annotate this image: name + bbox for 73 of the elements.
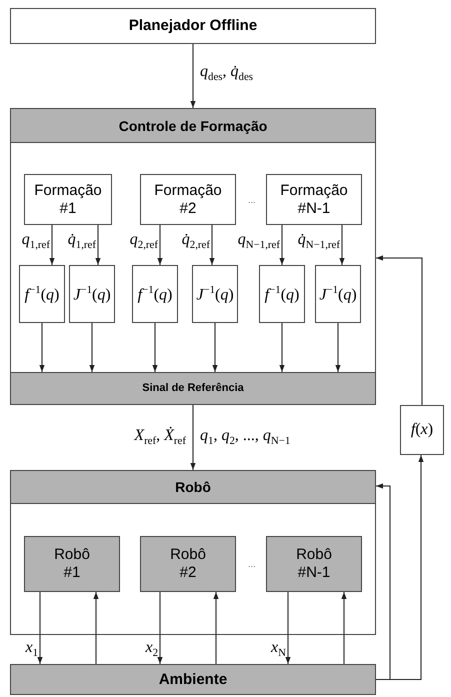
container-panel — [10, 470, 376, 635]
formula-label: f$^{−1}$(q) — [264, 284, 300, 304]
arrow — [376, 255, 422, 406]
process-box — [266, 174, 362, 225]
arrow — [190, 44, 196, 108]
arrow — [49, 224, 55, 266]
function-box — [192, 265, 238, 323]
arrow — [209, 224, 215, 266]
process-box — [10, 8, 376, 44]
arrow — [39, 322, 45, 372]
function-box — [69, 265, 115, 323]
box-label: Robô #2 — [169, 546, 207, 582]
process-box — [140, 174, 236, 225]
arrow — [190, 404, 196, 470]
function-box — [132, 265, 178, 323]
edge-label: q$_{2,ref}$ — [130, 232, 158, 252]
box-label: Robô #1 — [53, 546, 91, 582]
edge-label: q$_{des}$, q̇$_{des}$ — [200, 64, 253, 84]
arrow — [212, 322, 218, 372]
arrow — [279, 322, 285, 372]
box-label: Formação #N-1 — [279, 182, 349, 218]
formula-label: f$^{−1}$(q) — [24, 284, 60, 304]
arrow — [89, 322, 95, 372]
arrow — [339, 224, 345, 266]
arrow — [93, 592, 99, 664]
box-label: Ambiente — [158, 670, 228, 688]
edge-label: x$_{N}$ — [271, 640, 286, 660]
arrow — [285, 592, 291, 664]
arrow — [213, 592, 219, 664]
arrow — [341, 592, 347, 664]
formula-label: J$^{−1}$(q) — [73, 284, 111, 304]
process-box — [266, 536, 362, 592]
function-box — [315, 265, 361, 323]
arrow — [95, 224, 101, 266]
arrow — [157, 224, 163, 266]
process-box — [24, 174, 112, 225]
formula-label: f$^{−1}$(q) — [138, 284, 172, 304]
edge-label: q$_{N−1,ref}$ — [238, 232, 280, 252]
process-box — [24, 536, 120, 592]
environment-band — [10, 664, 376, 695]
edge-label: x$_{1}$ — [25, 640, 38, 660]
process-box — [140, 536, 236, 592]
signal-band — [10, 372, 376, 405]
arrow — [376, 454, 424, 680]
edge-label: x$_{2}$ — [145, 640, 158, 660]
edge-label: X$_{ref}$, Ẋ$_{ref}$ — [134, 428, 186, 448]
function-box — [400, 405, 444, 455]
signal-list-label: q$_{1}$, q$_{2}$, ..., q$_{N−1}$ — [200, 428, 290, 448]
box-label: Sinal de Referência — [141, 382, 245, 396]
arrow — [157, 592, 163, 664]
formula-label: J$^{−1}$(q) — [319, 284, 357, 304]
box-label: Planejador Offline — [128, 17, 258, 35]
ellipsis: ... — [248, 196, 256, 205]
formula-label: f(x) — [410, 421, 434, 439]
box-label: Formação #2 — [153, 182, 223, 218]
edge-label: q̇$_{1,ref}$ — [68, 232, 96, 252]
arrow — [152, 322, 158, 372]
edge-label: q̇$_{N−1,ref}$ — [298, 232, 340, 252]
arrow — [376, 483, 390, 680]
function-box — [19, 265, 65, 323]
box-label: Formação #1 — [33, 182, 103, 218]
edge-label: q$_{1,ref}$ — [22, 232, 50, 252]
panel-heading: Controle de Formação — [118, 118, 268, 134]
panel-heading: Robô — [175, 479, 211, 495]
function-box — [259, 265, 305, 323]
container-panel — [10, 108, 376, 405]
box-label: Robô #N-1 — [295, 546, 333, 582]
arrow — [37, 592, 43, 664]
arrow — [335, 322, 341, 372]
edge-label: q̇$_{2,ref}$ — [182, 232, 210, 252]
arrow — [279, 224, 285, 266]
formula-label: J$^{−1}$(q) — [196, 284, 234, 304]
ellipsis: ... — [248, 560, 256, 569]
